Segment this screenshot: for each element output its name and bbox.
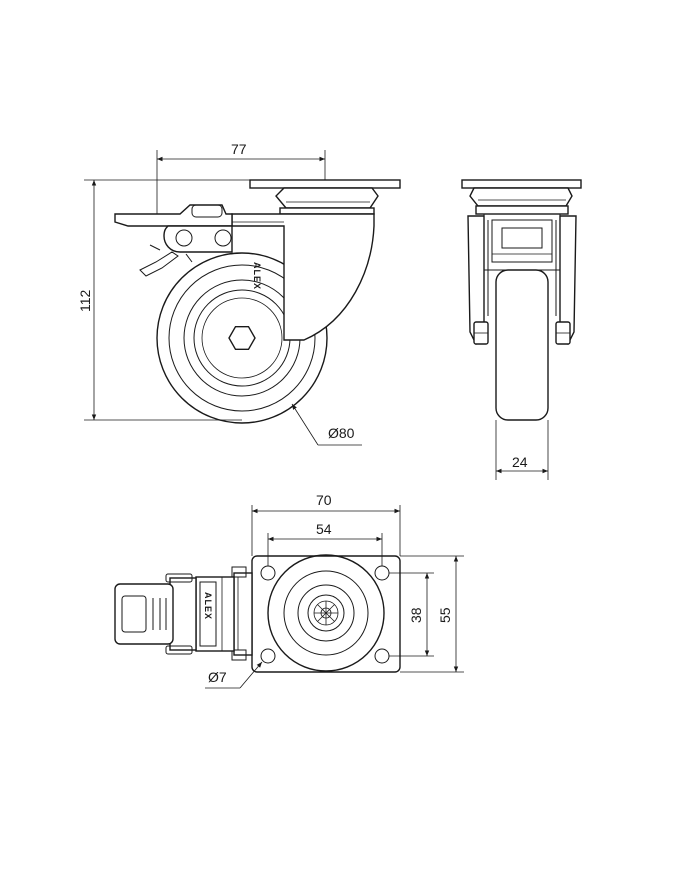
dim-hole-spacing-x: 54 xyxy=(316,521,332,537)
top-brand-label: ALEX xyxy=(203,592,213,620)
side-view: ALEX 77 112 Ø80 xyxy=(77,141,401,446)
dim-hole-spacing-y: 38 xyxy=(408,607,424,623)
dim-top-width: 77 xyxy=(231,141,247,157)
front-view: 24 xyxy=(461,179,582,480)
top-view: ALEX 70 54 38 55 Ø7 xyxy=(114,492,464,689)
dim-wheel-diameter: Ø80 xyxy=(328,425,355,441)
side-brand-label: ALEX xyxy=(252,262,262,290)
dim-wheel-width: 24 xyxy=(512,454,528,470)
dim-plate-depth: 55 xyxy=(437,607,453,623)
dim-plate-width: 70 xyxy=(316,492,332,508)
dim-hole-diameter: Ø7 xyxy=(208,669,227,685)
dim-height: 112 xyxy=(77,289,93,312)
